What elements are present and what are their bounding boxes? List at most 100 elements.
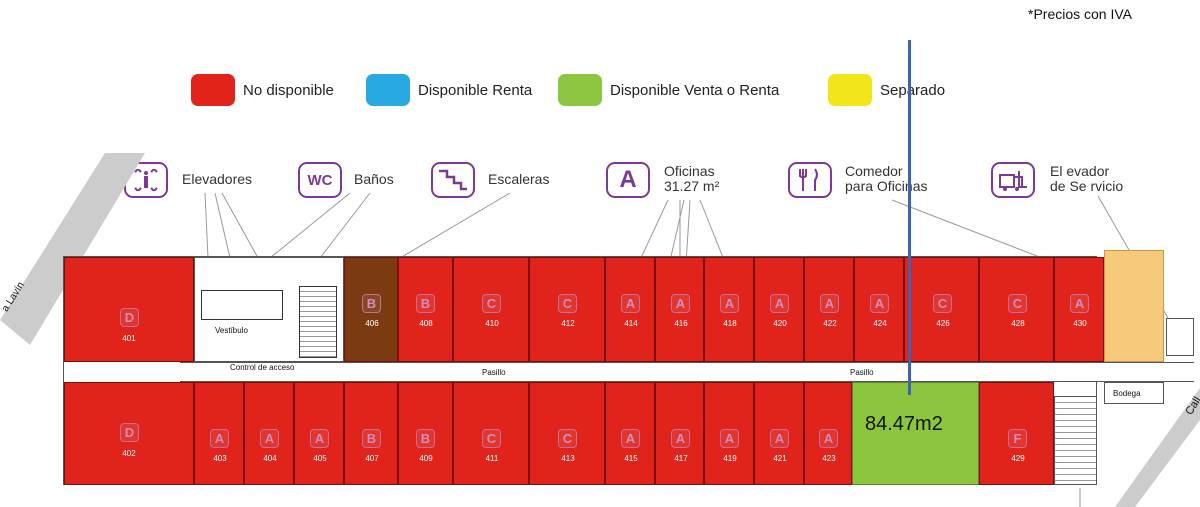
unit-number: 414 bbox=[624, 319, 638, 328]
office-a-glyph: A bbox=[619, 166, 637, 193]
elevator-shafts bbox=[201, 290, 283, 320]
unit-type-badge: A bbox=[621, 429, 640, 448]
unit-type-badge: A bbox=[720, 429, 739, 448]
unit-number: 413 bbox=[561, 454, 575, 463]
escaleras-label: Escaleras bbox=[488, 171, 550, 187]
legend-label: Disponible Renta bbox=[418, 81, 533, 99]
unit-type-badge: B bbox=[362, 429, 381, 448]
control-acceso-label: Control de acceso bbox=[230, 363, 295, 372]
unit-type-badge: A bbox=[770, 294, 789, 313]
pasillo-label-2: Pasillo bbox=[850, 368, 874, 377]
unit-type-badge: C bbox=[558, 294, 577, 313]
unit-type-badge: A bbox=[770, 429, 789, 448]
unit-408[interactable]: B 408 bbox=[398, 257, 453, 362]
service-elevator-shaft bbox=[1166, 318, 1194, 356]
unit-412[interactable]: C 412 bbox=[529, 257, 605, 362]
unit-413[interactable]: C 413 bbox=[529, 382, 605, 485]
unit-type-badge: D bbox=[120, 423, 139, 442]
unit-type-badge: C bbox=[933, 294, 952, 313]
unit-type-badge: C bbox=[482, 294, 501, 313]
unit-417[interactable]: A 417 bbox=[655, 382, 704, 485]
unit-416[interactable]: A 416 bbox=[655, 257, 704, 362]
unit-number: 406 bbox=[365, 319, 379, 328]
legend-item-no-disponible: No disponible bbox=[191, 74, 334, 106]
unit-411[interactable]: C 411 bbox=[453, 382, 529, 485]
unit-type-badge: A bbox=[1070, 294, 1089, 313]
unit-number: 420 bbox=[773, 319, 787, 328]
unit-414[interactable]: A 414 bbox=[605, 257, 655, 362]
unit-available-selected[interactable]: 84.47m2 bbox=[852, 382, 979, 485]
legend-label: Separado bbox=[880, 81, 946, 99]
unit-number: 408 bbox=[419, 319, 433, 328]
unit-number: 417 bbox=[674, 454, 688, 463]
unit-type-badge: A bbox=[671, 294, 690, 313]
unit-type-badge: A bbox=[671, 429, 690, 448]
vestibulo-core: Vestíbulo bbox=[194, 257, 344, 362]
unit-number: 424 bbox=[873, 319, 887, 328]
comedor-line2: para Oficinas bbox=[845, 178, 928, 194]
unit-number: 405 bbox=[313, 454, 327, 463]
unit-number: 419 bbox=[723, 454, 737, 463]
wc-glyph: WC bbox=[307, 171, 333, 189]
unit-401[interactable]: D 401 bbox=[64, 257, 194, 362]
elev-servicio-line1: El evador bbox=[1050, 163, 1110, 179]
unit-number: 411 bbox=[485, 454, 499, 463]
unit-type-badge: A bbox=[870, 294, 889, 313]
stairs-icon bbox=[431, 162, 475, 198]
unit-number: 423 bbox=[822, 454, 836, 463]
unit-type-badge: C bbox=[482, 429, 501, 448]
oficinas-area: 31.27 m² bbox=[664, 178, 720, 194]
unit-number: 428 bbox=[1011, 319, 1025, 328]
unit-number: 412 bbox=[561, 319, 575, 328]
unit-number: 416 bbox=[674, 319, 688, 328]
vestibulo-label: Vestíbulo bbox=[215, 326, 248, 335]
service-stairs bbox=[1054, 396, 1097, 485]
unit-426[interactable]: C 426 bbox=[904, 257, 979, 362]
unit-424[interactable]: A 424 bbox=[854, 257, 904, 362]
bodega-room: Bodega bbox=[1104, 382, 1164, 404]
unit-type-badge: D bbox=[120, 308, 139, 327]
bodega-label: Bodega bbox=[1113, 389, 1141, 398]
legend-label: No disponible bbox=[243, 81, 334, 99]
unit-number: 407 bbox=[365, 454, 379, 463]
unit-number: 410 bbox=[485, 319, 499, 328]
legend-swatch bbox=[828, 74, 872, 106]
selected-area-label: 84.47m2 bbox=[865, 413, 943, 435]
unit-number: 401 bbox=[122, 334, 136, 343]
unit-406[interactable]: B 406 bbox=[344, 257, 398, 362]
unit-number: 409 bbox=[419, 454, 433, 463]
legend-item-disponible-renta: Disponible Renta bbox=[366, 74, 532, 106]
pasillo-label-1: Pasillo bbox=[482, 368, 506, 377]
unit-type-badge: A bbox=[819, 429, 838, 448]
elevadores-label: Elevadores bbox=[182, 171, 253, 187]
comedor-area[interactable] bbox=[1104, 250, 1164, 362]
unit-type-badge: B bbox=[416, 294, 435, 313]
legend-item-disponible-venta: Disponible Venta o Renta bbox=[558, 74, 779, 106]
unit-420[interactable]: A 420 bbox=[754, 257, 804, 362]
office-a-icon: A bbox=[606, 162, 650, 198]
unit-number: 404 bbox=[263, 454, 277, 463]
unit-type-badge: C bbox=[558, 429, 577, 448]
unit-number: 426 bbox=[936, 319, 950, 328]
unit-type-badge: B bbox=[362, 294, 381, 313]
selection-marker-line bbox=[908, 40, 911, 395]
price-note: *Precios con IVA bbox=[1028, 6, 1133, 22]
unit-type-badge: A bbox=[621, 294, 640, 313]
unit-407[interactable]: B 407 bbox=[344, 382, 398, 485]
stairwell bbox=[299, 286, 337, 358]
unit-423[interactable]: A 423 bbox=[804, 382, 852, 485]
unit-419[interactable]: A 419 bbox=[704, 382, 754, 485]
unit-410[interactable]: C 410 bbox=[453, 257, 529, 362]
